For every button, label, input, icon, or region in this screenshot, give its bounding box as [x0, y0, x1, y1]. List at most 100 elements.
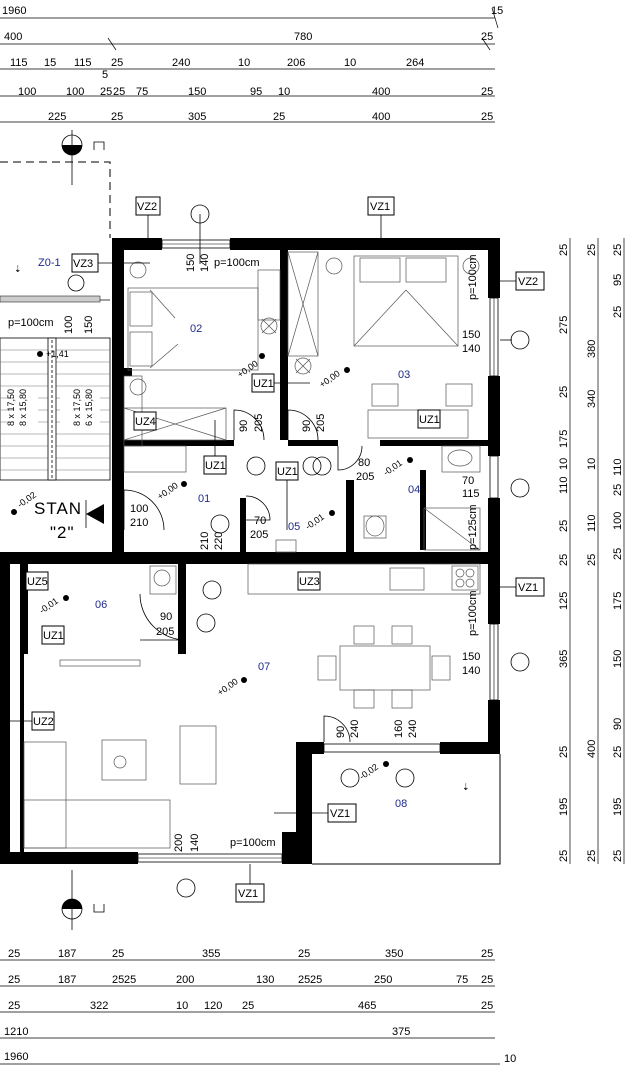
- dim-b4-375: 375: [392, 1026, 410, 1038]
- dim-r1-175: 175: [558, 430, 570, 448]
- dim-r3-110: 110: [612, 458, 624, 476]
- opening-labels: 150 140 p=100cm p=100cm 150 140 70 115 p…: [130, 204, 530, 898]
- window-bottom-07: [137, 853, 283, 863]
- dim-b2-130: 130: [256, 974, 274, 986]
- dim-top-240: 240: [172, 57, 190, 69]
- dim-b2-25c: 25: [124, 974, 136, 986]
- dim-b4-1210: 1210: [4, 1026, 28, 1038]
- dim-r3-100: 100: [612, 512, 624, 530]
- dim-top-1960: 1960: [2, 5, 26, 17]
- dim-b1-25b: 25: [112, 948, 124, 960]
- dim-r1-25c: 25: [558, 520, 570, 532]
- level-000-d: +0,00: [215, 676, 239, 697]
- w03-bot: 140: [462, 343, 480, 355]
- top-dimensions: 1960 15 400 780 25 115 15 115 25 240 10 …: [0, 5, 503, 123]
- dim-top-25: 25: [481, 31, 493, 43]
- tag-vz2-right: VZ2: [518, 276, 538, 288]
- tag-uz1-e: UZ1: [43, 630, 64, 642]
- dim-r1-25d: 25: [558, 554, 570, 566]
- w03-p: p=100cm: [467, 254, 479, 300]
- d02-w: 90: [238, 420, 250, 432]
- d02-h: 205: [253, 414, 265, 432]
- level-141: +1,41: [46, 349, 69, 359]
- dim-top-75: 75: [136, 86, 148, 98]
- dim-b1-25d: 25: [481, 948, 493, 960]
- w02-top: 150: [185, 254, 197, 272]
- dim-r3-25b: 25: [612, 306, 624, 318]
- stair-label-3: 8 x 17,50: [72, 389, 82, 426]
- w03-top: 150: [462, 329, 480, 341]
- dim-r1-25b: 25: [558, 386, 570, 398]
- dim-b1-187: 187: [58, 948, 76, 960]
- dim-r3-195: 195: [612, 798, 624, 816]
- tag-uz1-a: UZ1: [253, 378, 274, 390]
- d05-h: 205: [250, 529, 268, 541]
- apartment-label: STAN "2": [34, 499, 104, 542]
- dim-b3-25a: 25: [8, 1000, 20, 1012]
- bath-70: 70: [462, 475, 474, 487]
- dim-b2-25f: 25: [481, 974, 493, 986]
- room-01-label: 01: [198, 493, 210, 505]
- dim-r1-365: 365: [558, 650, 570, 668]
- d01-h: 210: [130, 517, 148, 529]
- entry-arrow-icon: [86, 504, 104, 524]
- dim-r3-175: 175: [612, 592, 624, 610]
- d-entry-h: 210: [199, 532, 211, 550]
- dim-r1-110a: 110: [558, 476, 570, 494]
- dim-b5-10: 10: [504, 1053, 516, 1065]
- w07-p: p=100cm: [467, 590, 479, 636]
- dim-b1-350: 350: [385, 948, 403, 960]
- dim-b2-25d: 25: [298, 974, 310, 986]
- landing-dim-150: 150: [83, 316, 95, 334]
- tag-vz1-08: VZ1: [330, 808, 350, 820]
- stair-label-2: 8 x 15,80: [18, 389, 28, 426]
- d05-w: 70: [254, 515, 266, 527]
- dim-top-115b: 115: [74, 57, 92, 69]
- dim-r2-340: 340: [586, 390, 598, 408]
- dim-top-25h: 25: [273, 111, 285, 123]
- room-05-label: 05: [288, 521, 300, 533]
- room-08-label: 08: [395, 798, 407, 810]
- d-entry-w: 220: [213, 532, 225, 550]
- dim-r3-25d: 25: [612, 548, 624, 560]
- dim-top-15: 15: [491, 5, 503, 17]
- doors: [123, 409, 363, 743]
- dim-top-400c: 400: [372, 111, 390, 123]
- level-m001-b: -0,01: [303, 512, 326, 532]
- apartment-number: "2": [50, 523, 75, 542]
- dim-top-10b: 10: [344, 57, 356, 69]
- dim-b2-250: 250: [374, 974, 392, 986]
- dim-r3-25f: 25: [612, 850, 624, 862]
- d08a-h: 240: [349, 720, 361, 738]
- dim-b2-25e: 25: [310, 974, 322, 986]
- w02-p: p=100cm: [214, 257, 260, 269]
- dim-r1-10: 10: [558, 458, 570, 470]
- dim-r3-25a: 25: [612, 244, 624, 256]
- dim-b3-10: 10: [176, 1000, 188, 1012]
- apartment-title: STAN: [34, 499, 82, 518]
- arrow-marker-icon: ⇣: [14, 264, 22, 274]
- dim-b2-75: 75: [456, 974, 468, 986]
- tag-uz5: UZ5: [27, 576, 48, 588]
- dim-r2-110: 110: [586, 514, 598, 532]
- window-room02: [161, 239, 231, 249]
- dim-top-25g: 25: [111, 111, 123, 123]
- right-dimensions: 25 275 25 175 10 110 25 125 25 365 25 19…: [558, 238, 625, 864]
- dim-r1-25f: 25: [558, 850, 570, 862]
- dim-r3-150: 150: [612, 650, 624, 668]
- dim-b1-25c: 25: [298, 948, 310, 960]
- dim-b3-25b: 25: [242, 1000, 254, 1012]
- tag-uz1-c: UZ1: [205, 460, 226, 472]
- walls: [0, 238, 500, 864]
- bed-room02: [127, 287, 259, 371]
- dim-b5-1960: 1960: [4, 1051, 28, 1063]
- dim-r3-90: 90: [612, 718, 624, 730]
- dim-b2-25b: 25: [112, 974, 124, 986]
- d08a-w: 90: [335, 726, 347, 738]
- bottom-dimensions: 25 187 25 355 25 350 25 25 187 25 25 200…: [0, 948, 516, 1065]
- dim-r3-25c: 25: [612, 484, 624, 496]
- dim-r2-25a: 25: [586, 244, 598, 256]
- d08b-h: 240: [407, 720, 419, 738]
- dim-top-400b: 400: [372, 86, 390, 98]
- w02-bot: 140: [199, 254, 211, 272]
